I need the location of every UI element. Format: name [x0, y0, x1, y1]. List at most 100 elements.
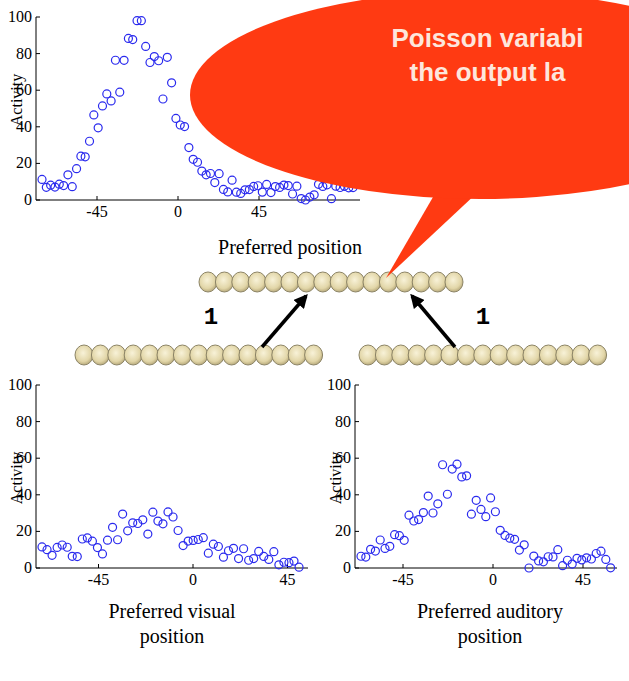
tick-mark — [355, 494, 359, 495]
data-point — [255, 547, 263, 555]
scatter-plot — [36, 385, 308, 571]
data-point — [120, 56, 128, 64]
data-point — [424, 492, 432, 500]
tick-mark — [583, 564, 584, 568]
data-point — [367, 545, 375, 553]
data-point — [228, 176, 236, 184]
tick-mark — [36, 17, 40, 18]
neuron — [589, 345, 607, 365]
neuron — [490, 345, 508, 365]
neuron — [347, 272, 365, 292]
data-point — [68, 183, 76, 191]
axis-line — [36, 385, 308, 568]
data-point — [48, 551, 56, 559]
data-point — [263, 180, 271, 188]
tick-mark — [259, 196, 260, 200]
neuron — [474, 345, 492, 365]
data-point — [194, 535, 202, 543]
tick-mark — [36, 531, 40, 532]
data-point — [395, 532, 403, 540]
data-point — [224, 547, 232, 555]
tick-label: 0 — [174, 203, 182, 221]
data-point — [168, 79, 176, 87]
data-point — [64, 171, 72, 179]
data-point — [63, 543, 71, 551]
bubble-body — [190, 0, 629, 199]
data-point — [381, 544, 389, 552]
tick-mark — [193, 564, 194, 568]
axis-line — [355, 385, 617, 568]
neuron — [445, 272, 463, 292]
tick-label: 100 — [8, 376, 32, 394]
tick-label: -45 — [86, 203, 107, 221]
tick-mark — [355, 458, 359, 459]
axis-title: Activity — [327, 452, 345, 504]
data-point — [58, 541, 66, 549]
data-point — [310, 191, 318, 199]
neuron — [359, 345, 377, 365]
data-point — [73, 553, 81, 561]
data-point — [235, 555, 243, 563]
tick-label: 45 — [280, 571, 296, 589]
data-point — [164, 508, 172, 516]
neuron — [556, 345, 574, 365]
neuron — [429, 272, 447, 292]
data-point — [137, 17, 145, 25]
data-point — [429, 509, 437, 517]
data-point — [539, 558, 547, 566]
neuron — [572, 345, 590, 365]
callout-bubble: Poisson variabi the output la — [190, 0, 629, 215]
tick-mark — [36, 163, 40, 164]
data-point — [240, 545, 248, 553]
neuron — [297, 272, 315, 292]
data-point — [362, 553, 370, 561]
data-point — [174, 526, 182, 534]
neuron — [396, 272, 414, 292]
tick-mark — [36, 90, 40, 91]
neuron — [223, 345, 241, 365]
data-point — [607, 564, 615, 572]
data-point — [159, 520, 167, 528]
data-point — [327, 195, 335, 203]
data-point — [73, 165, 81, 173]
data-point — [477, 505, 485, 513]
data-point — [491, 508, 499, 516]
data-point — [410, 517, 418, 525]
data-point — [129, 36, 137, 44]
tick-label: 20 — [16, 523, 32, 541]
data-point — [116, 88, 124, 96]
data-point — [204, 549, 212, 557]
neuron — [255, 345, 273, 365]
data-point — [163, 53, 171, 61]
weight-label: 1 — [204, 305, 218, 331]
data-point — [472, 496, 480, 504]
weight-arrow — [262, 296, 306, 347]
data-point — [587, 555, 595, 563]
tick-mark — [355, 568, 359, 569]
data-point — [142, 42, 150, 50]
neuron — [305, 345, 323, 365]
data-point — [386, 542, 394, 550]
data-point — [124, 527, 132, 535]
data-point — [94, 124, 102, 132]
neuron — [523, 345, 541, 365]
neuron — [199, 272, 217, 292]
tick-label: 45 — [575, 571, 591, 589]
data-point — [285, 559, 293, 567]
tick-label: 0 — [489, 571, 497, 589]
neuron — [272, 345, 290, 365]
data-point — [439, 461, 447, 469]
data-point — [38, 175, 46, 183]
neuron — [457, 345, 475, 365]
data-point — [525, 564, 533, 572]
data-point — [415, 516, 423, 524]
data-point — [597, 547, 605, 555]
tick-mark — [98, 564, 99, 568]
neuron — [265, 272, 283, 292]
data-point — [81, 153, 89, 161]
data-point — [400, 536, 408, 544]
data-point — [98, 550, 106, 558]
data-point — [467, 510, 475, 518]
data-point — [86, 137, 94, 145]
data-point — [270, 548, 278, 556]
